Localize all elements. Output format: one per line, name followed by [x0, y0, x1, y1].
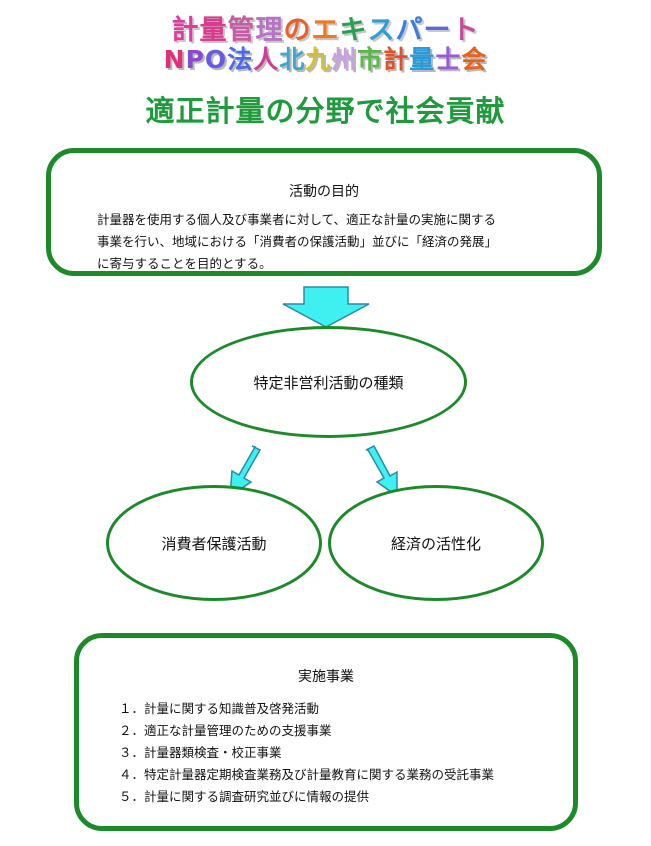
economic-revitalization-ellipse: 経済の活性化 [328, 485, 544, 601]
purpose-text-line: 計量器を使用する個人及び事業者に対して、適正な計量の実施に関する [97, 212, 497, 227]
logo-char: の [283, 15, 312, 46]
project-item: １．計量に関する知識普及啓発活動 [119, 701, 320, 716]
logo-char: 州 [331, 45, 358, 74]
consumer-protection-ellipse: 消費者保護活動 [106, 485, 322, 601]
diagonal-arrow-right [365, 445, 398, 498]
npo-activity-types-ellipse: 特定非営利活動の種類 [190, 326, 467, 438]
logo-char: 市 [357, 45, 384, 74]
logo-char: 会 [461, 45, 488, 74]
logo-char: ー [423, 15, 452, 46]
purpose-text-line: 事業を行い、地域における「消費者の保護活動」並びに「経済の発展」 [97, 234, 498, 249]
project-item: ３．計量器類検査・校正事業 [119, 745, 282, 760]
consumer-protection-label: 消費者保護活動 [161, 534, 267, 553]
logo-char: 士 [435, 45, 462, 74]
logo-char: パ [395, 15, 424, 46]
projects-box: 実施事業 １．計量に関する知識普及啓発活動 ２．適正な計量管理のための支援事業 … [74, 633, 578, 831]
logo-line-1: 計量管理のエキスパート [0, 8, 651, 47]
project-item: ５．計量に関する調査研究並びに情報の提供 [119, 789, 370, 804]
logo-char: P [185, 45, 205, 74]
headline: 適正計量の分野で社会貢献 [145, 94, 506, 128]
logo-char: 理 [255, 15, 284, 46]
logo-char: エ [311, 15, 340, 46]
projects-title: 実施事業 [298, 669, 354, 685]
logo-char: 量 [199, 15, 228, 46]
purpose-box: 活動の目的 計量器を使用する個人及び事業者に対して、適正な計量の実施に関する 事… [46, 148, 602, 276]
logo-char: 管 [227, 15, 256, 46]
logo-char: ス [367, 15, 396, 46]
logo-char: N [163, 45, 186, 74]
logo-char: 計 [383, 45, 410, 74]
logo-char: 法 [227, 45, 254, 74]
project-item: ２．適正な計量管理のための支援事業 [119, 723, 332, 738]
logo-char: 計 [171, 15, 200, 46]
logo-char: ト [451, 15, 480, 46]
logo-char: O [204, 45, 228, 74]
project-item: ４．特定計量器定期検査業務及び計量教育に関する業務の受託事業 [119, 767, 495, 782]
npo-activity-types-label: 特定非営利活動の種類 [253, 373, 404, 392]
logo-line-2: NPO法人北九州市計量士会 [0, 40, 651, 76]
purpose-text-line: に寄与することを目的とする。 [97, 256, 272, 271]
purpose-title: 活動の目的 [289, 184, 359, 200]
economic-revitalization-label: 経済の活性化 [390, 534, 481, 553]
down-arrow [282, 286, 370, 328]
logo-char: 人 [253, 45, 280, 74]
logo-char: 北 [279, 45, 306, 74]
logo-char: 量 [409, 45, 436, 74]
logo-char: 九 [305, 45, 332, 74]
logo-char: キ [339, 15, 368, 46]
